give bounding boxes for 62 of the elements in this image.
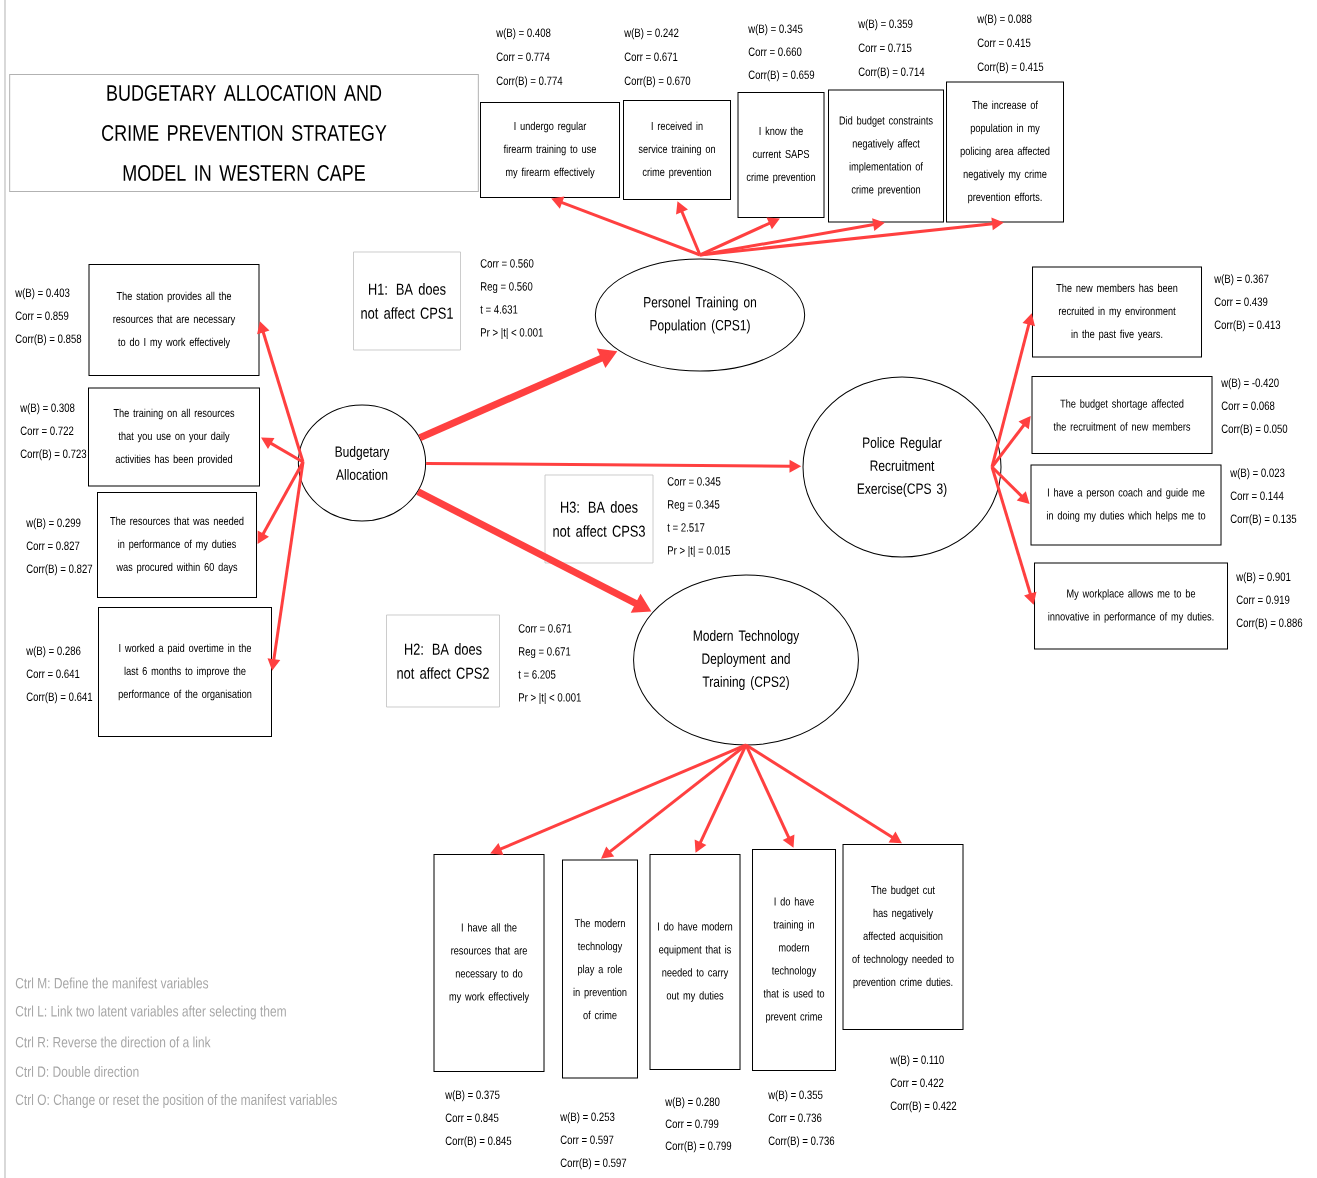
statistics-text: w(B) = 0.280 Corr = 0.799 Corr(B) = 0.799 <box>665 1097 732 1153</box>
title-box: BUDGETARY ALLOCATION AND CRIME PREVENTION STRATEGY MODEL IN WESTERN CAPE <box>9 74 479 192</box>
indicator-box: The resources that was needed in performance of my duties was procured within 60 days <box>97 492 257 598</box>
node-label: Pr > |t| < 0.001 <box>480 327 543 340</box>
statistics-text: w(B) = 0.375 Corr = 0.845 Corr(B) = 0.845 <box>445 1090 512 1148</box>
statistics-text: w(B) = 0.901 Corr = 0.919 Corr(B) = 0.886 <box>1236 572 1303 630</box>
indicator-box: I undergo regular firearm training to use my firearm effectively <box>480 102 620 198</box>
node-label: Pr > |t| < 0.001 <box>518 692 581 705</box>
statistics-text: w(B) = 0.308 Corr = 0.722 Corr(B) = 0.723 <box>20 403 87 461</box>
node-label: Corr = 0.560 <box>480 259 534 268</box>
statistics-text: w(B) = 0.023 Corr = 0.144 Corr(B) = 0.135 <box>1230 468 1297 526</box>
node-label: Corr = 0.671 <box>518 624 572 633</box>
indicator-box: My workplace allows me to be innovative in performance of my duties. <box>1034 562 1228 650</box>
node-label: t = 2.517 <box>667 523 705 532</box>
node-label: Reg = 0.671 <box>518 647 571 659</box>
node-label: Reg = 0.560 <box>480 282 533 294</box>
indicator-box: The budget cut has negatively affected acquisition of technology needed to prevention crime duties. <box>842 844 964 1030</box>
indicator-box: The budget shortage affected the recruitment of new members <box>1031 376 1213 454</box>
shortcut-note: Ctrl L: Link two latent variables after selecting them <box>15 1005 286 1020</box>
shortcut-note: Ctrl R: Reverse the direction of a link <box>15 1036 211 1048</box>
indicator-box: The station provides all the resources that are necessary to do I my work effectively <box>88 264 260 376</box>
statistics-text: w(B) = 0.088 Corr = 0.415 Corr(B) = 0.415 <box>977 14 1044 74</box>
statistics-text: w(B) = 0.408 Corr = 0.774 Corr(B) = 0.774 <box>496 28 563 88</box>
shortcut-note: Ctrl D: Double direction <box>15 1066 139 1077</box>
indicator-box: The training on all resources that you use on your daily activities has been provided <box>88 387 260 487</box>
indicator-box: I have a person coach and guide me in doing my duties which helps me to <box>1030 464 1222 546</box>
hypothesis-box: H3: BA does not affect CPS3 <box>544 474 654 564</box>
node-label: Pr > |t| = 0.015 <box>667 545 730 558</box>
statistics-text: w(B) = 0.403 Corr = 0.859 Corr(B) = 0.858 <box>15 288 82 346</box>
statistics-text: w(B) = 0.367 Corr = 0.439 Corr(B) = 0.413 <box>1214 274 1281 332</box>
node-label: Corr = 0.345 <box>667 477 721 486</box>
statistics-text: w(B) = 0.359 Corr = 0.715 Corr(B) = 0.714 <box>858 19 925 79</box>
indicator-box: I worked a paid overtime in the last 6 months to improve the performance of the organisation <box>98 607 272 737</box>
statistics-text: w(B) = 0.253 Corr = 0.597 Corr(B) = 0.597 <box>560 1112 627 1170</box>
node-label: t = 6.205 <box>518 670 556 679</box>
statistics-text: Corr = 0.671 Reg = 0.671 t = 6.205 Pr > |t| < 0.001 <box>518 624 581 705</box>
shortcut-note: Ctrl M: Define the manifest variables <box>15 977 209 989</box>
indicator-box: The modern technology play a role in prevention of crime <box>562 859 638 1079</box>
node-label: t = 4.631 <box>480 305 518 314</box>
statistics-text: Corr = 0.345 Reg = 0.345 t = 2.517 Pr > |t| = 0.015 <box>667 477 730 558</box>
indicator-box: I do have training in modern technology that is used to prevent crime <box>752 849 836 1071</box>
node-label: Reg = 0.345 <box>667 500 720 512</box>
statistics-text: Corr = 0.560 Reg = 0.560 t = 4.631 Pr > |t| < 0.001 <box>480 259 543 340</box>
arrow <box>990 416 1031 468</box>
indicator-box: I do have modern equipment that is needed to carry out my duties <box>649 854 741 1070</box>
statistics-text: w(B) = 0.345 Corr = 0.660 Corr(B) = 0.659 <box>748 24 815 82</box>
indicator-box: I have all the resources that are necessary to do my work effectively <box>433 854 545 1072</box>
statistics-text: w(B) = 0.110 Corr = 0.422 Corr(B) = 0.422 <box>890 1055 957 1113</box>
arrow <box>601 743 747 859</box>
statistics-text: w(B) = 0.286 Corr = 0.641 Corr(B) = 0.641 <box>26 646 93 704</box>
indicator-box: The increase of population in my policing area affected negatively my crime prevention efforts. <box>946 81 1064 223</box>
statistics-text: w(B) = -0.420 Corr = 0.068 Corr(B) = 0.050 <box>1221 378 1288 436</box>
hypothesis-box: H2: BA does not affect CPS2 <box>386 614 500 708</box>
hypothesis-box: H1: BA does not affect CPS1 <box>353 251 461 351</box>
indicator-box: The new members has been recruited in my environment in the past five years. <box>1032 266 1202 358</box>
statistics-text: w(B) = 0.242 Corr = 0.671 Corr(B) = 0.670 <box>624 28 691 88</box>
shortcut-note: Ctrl O: Change or reset the position of the manifest variables <box>15 1094 337 1108</box>
statistics-text: w(B) = 0.355 Corr = 0.736 Corr(B) = 0.736 <box>768 1090 835 1148</box>
statistics-text: w(B) = 0.299 Corr = 0.827 Corr(B) = 0.827 <box>26 518 93 576</box>
indicator-box: Did budget constraints negatively affect implementation of crime prevention <box>828 89 944 223</box>
indicator-box: I received in service training on crime prevention <box>623 100 731 200</box>
indicator-box: I know the current SAPS crime prevention <box>737 92 825 218</box>
